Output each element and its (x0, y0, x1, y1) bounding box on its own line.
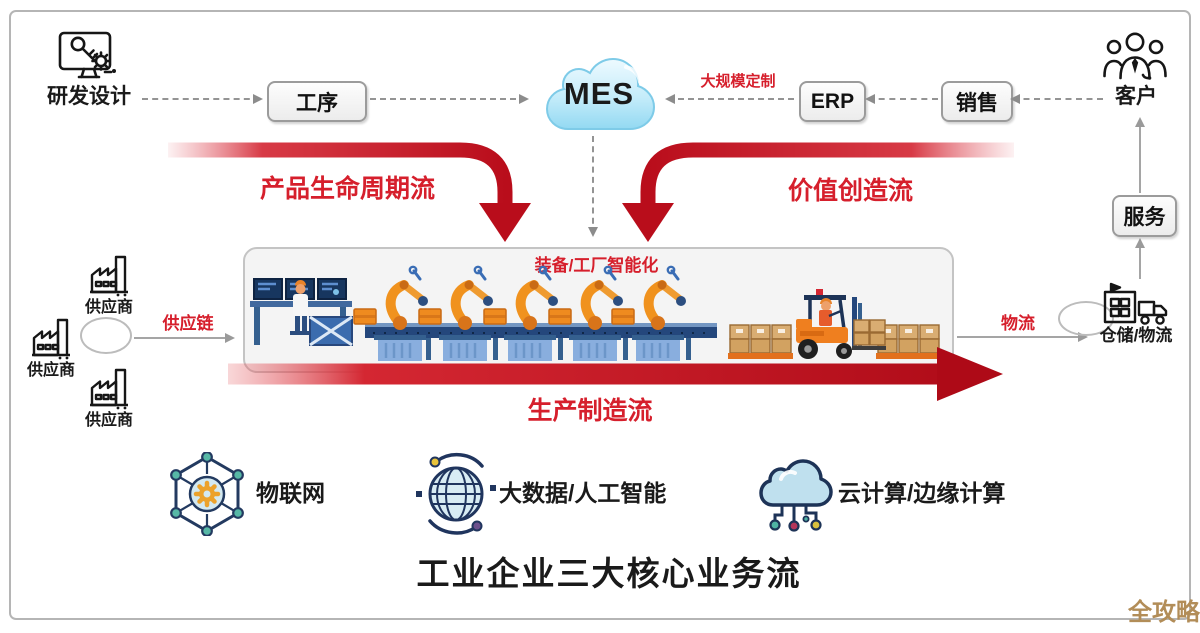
warehouse-truck-icon (1103, 282, 1168, 325)
warehouse-logistics-label: 仓储/物流 (1099, 326, 1173, 345)
arrow-sales-to-erp (865, 94, 938, 104)
arrow-mes-to-factory (588, 136, 598, 237)
supplier-loop-ellipse (80, 317, 132, 354)
production-flow-label: 生产制造流 (527, 397, 653, 425)
rd-design-label: 研发设计 (47, 85, 131, 108)
process-node: 工序 (267, 81, 367, 122)
supplier-label-left: 供应商 (26, 362, 75, 379)
cloud-edge-label: 云计算/边缘计算 (838, 480, 1006, 506)
factory-panel-label: 装备/工厂智能化 (534, 256, 659, 275)
supply-chain-label: 供应链 (162, 314, 214, 333)
supplier-label-bottom: 供应商 (84, 412, 133, 429)
outer-frame (9, 10, 1191, 620)
supplier-factory-icon (90, 368, 128, 410)
arrow-service-to-customer (1135, 117, 1145, 193)
customer-label: 客户 (1115, 85, 1157, 108)
supplier-factory-icon (32, 318, 70, 360)
page-title: 工业企业三大核心业务流 (416, 555, 802, 592)
mes-cloud-icon (545, 57, 656, 130)
erp-node: ERP (799, 81, 866, 122)
forklift (796, 289, 886, 359)
factory-floor-illustration (250, 261, 942, 367)
supplier-label-top: 供应商 (84, 299, 133, 316)
product-lifecycle-flow-label: 产品生命周期流 (259, 175, 435, 203)
arrow-customer-to-sales (1010, 94, 1103, 104)
value-creation-flow-label: 价值创造流 (787, 177, 913, 205)
mass-customization-label: 大规模定制 (700, 73, 776, 90)
arrow-erp-to-mes (665, 94, 794, 104)
customer-people-icon (1103, 32, 1167, 80)
cloud-edge-icon (759, 459, 833, 532)
arrow-supply-chain (134, 333, 235, 343)
iot-label: 物联网 (256, 480, 325, 506)
arrow-logistics (957, 332, 1088, 342)
rd-design-icon (58, 31, 116, 79)
bigdata-ai-label: 大数据/人工智能 (499, 480, 667, 506)
arrow-rd-to-process (142, 94, 263, 104)
sales-node: 销售 (941, 81, 1013, 122)
arrow-process-to-mes (370, 94, 529, 104)
mes-label: MES (563, 76, 635, 111)
service-node: 服务 (1112, 195, 1177, 237)
arrow-warehouse-to-service (1135, 238, 1145, 279)
iot-icon (170, 452, 244, 536)
logistics-label: 物流 (1001, 314, 1035, 333)
supplier-factory-icon (90, 255, 128, 297)
watermark: 全攻略 (1128, 599, 1200, 626)
logistics-loop-ellipse (1058, 301, 1114, 336)
bigdata-globe-icon (416, 453, 496, 535)
